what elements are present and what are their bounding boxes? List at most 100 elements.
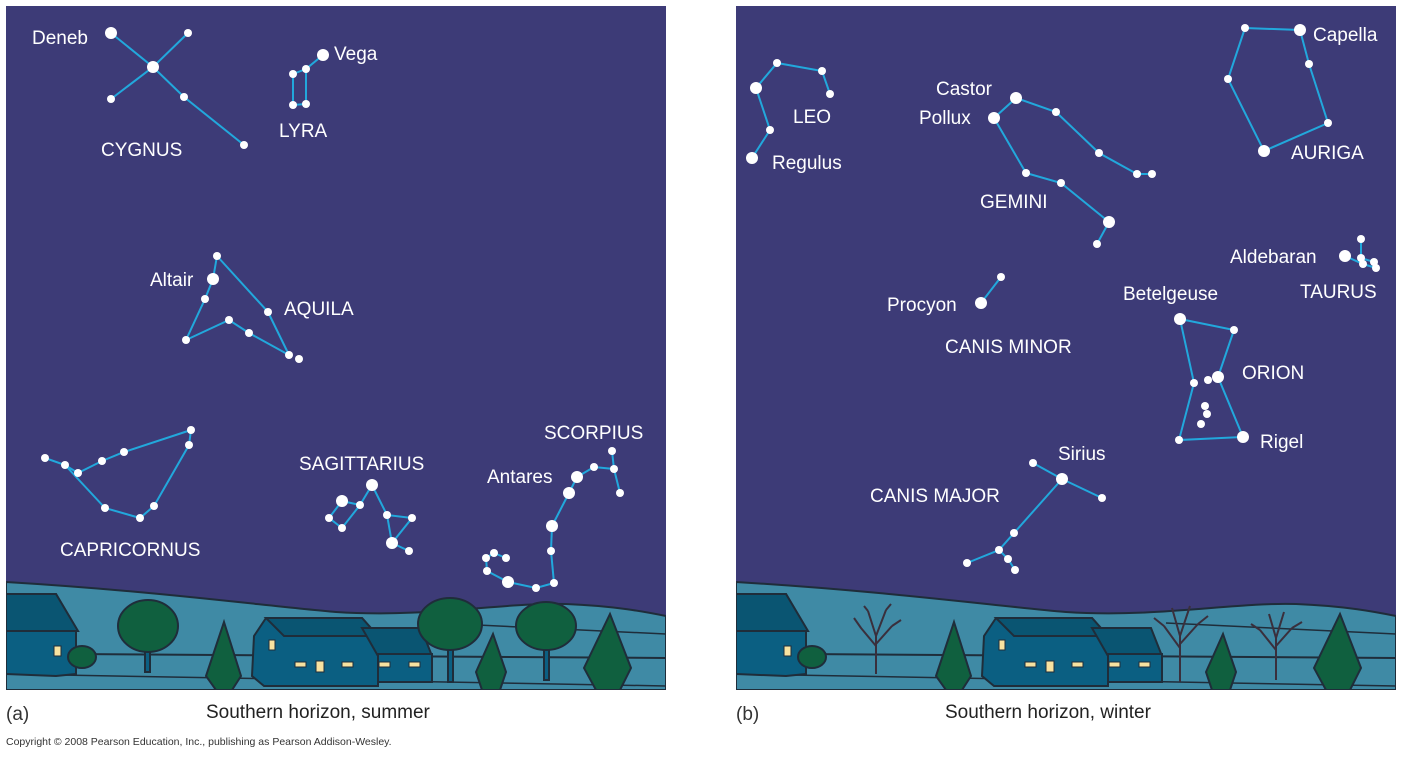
- copyright-notice: Copyright © 2008 Pearson Education, Inc.…: [6, 736, 392, 748]
- orion-star: [1237, 431, 1249, 443]
- cygnus-star: [107, 95, 115, 103]
- cygnus-star: [184, 29, 192, 37]
- lyra-star: [302, 100, 310, 108]
- orion-star: [1203, 410, 1211, 418]
- constellation-label-aquila: AQUILA: [284, 299, 354, 320]
- tree-conifer: [1204, 631, 1238, 690]
- lyra-star: [289, 70, 297, 78]
- house-main: [250, 617, 434, 687]
- scorpius-star: [502, 554, 510, 562]
- sky-background: [736, 6, 1396, 690]
- tree-leafy: [117, 599, 179, 673]
- orion-star: [1230, 326, 1238, 334]
- tree-conifer: [934, 618, 973, 690]
- capricornus-star: [136, 514, 144, 522]
- star-label-vega: Vega: [334, 44, 378, 65]
- landscape: [6, 580, 666, 690]
- scorpius-star: [483, 567, 491, 575]
- lyra-star: [317, 49, 329, 61]
- gemini-star: [1103, 216, 1115, 228]
- scorpius-star: [547, 547, 555, 555]
- scorpius-star: [608, 447, 616, 455]
- gemini-star: [1022, 169, 1030, 177]
- aquila-star: [207, 273, 219, 285]
- aquila-star: [245, 329, 253, 337]
- constellation-label-capricornus: CAPRICORNUS: [60, 540, 200, 561]
- capricornus-star: [187, 426, 195, 434]
- house-left: [736, 593, 810, 678]
- leo-star: [773, 59, 781, 67]
- star-label-betelgeuse: Betelgeuse: [1123, 284, 1218, 305]
- taurus-star: [1372, 264, 1380, 272]
- gemini-star: [1133, 170, 1141, 178]
- gemini-star: [1057, 179, 1065, 187]
- constellation-stars: [41, 27, 624, 592]
- orion-star: [1190, 379, 1198, 387]
- star-label-castor: Castor: [936, 79, 993, 100]
- sagittarius-star: [383, 511, 391, 519]
- tree-leafy: [515, 601, 577, 681]
- constellation-label-sagittarius: SAGITTARIUS: [299, 454, 424, 475]
- star-label-pollux: Pollux: [919, 108, 971, 129]
- aquila-star: [225, 316, 233, 324]
- aquila-star: [213, 252, 221, 260]
- sagittarius-star: [338, 524, 346, 532]
- leo-star: [750, 82, 762, 94]
- winter-sky-panel: LEO Regulus Castor Pollux GEMINI Capella…: [736, 6, 1396, 690]
- auriga-star: [1241, 24, 1249, 32]
- capricornus-star: [101, 504, 109, 512]
- scorpius-star: [490, 549, 498, 557]
- star-label-capella: Capella: [1313, 25, 1378, 46]
- gemini-star: [1052, 108, 1060, 116]
- star-label-rigel: Rigel: [1260, 432, 1303, 453]
- leo-star: [826, 90, 834, 98]
- constellation-label-leo: LEO: [793, 107, 831, 128]
- canis-major-star: [1056, 473, 1068, 485]
- capricornus-star: [150, 502, 158, 510]
- gemini-star: [1093, 240, 1101, 248]
- capricornus-star: [41, 454, 49, 462]
- panel-a-letter: (a): [6, 704, 30, 725]
- scorpius-star: [571, 471, 583, 483]
- house-main: [980, 617, 1164, 687]
- landscape: [736, 580, 1396, 690]
- constellation-label-gemini: GEMINI: [980, 192, 1048, 213]
- scorpius-line: [613, 468, 621, 494]
- constellation-label-canis-minor: CANIS MINOR: [945, 337, 1072, 358]
- field-line: [1165, 622, 1396, 635]
- sky-background: [6, 6, 666, 690]
- cygnus-line: [110, 32, 245, 146]
- tree-leafy: [417, 597, 483, 683]
- star-label-procyon: Procyon: [887, 295, 957, 316]
- gemini-star: [1095, 149, 1103, 157]
- scorpius-star: [610, 465, 618, 473]
- orion-star: [1204, 376, 1212, 384]
- lyra-star: [302, 65, 310, 73]
- gemini-star: [1010, 92, 1022, 104]
- star-label-deneb: Deneb: [32, 28, 88, 49]
- constellation-label-canis-major: CANIS MAJOR: [870, 486, 1000, 507]
- orion-star: [1212, 371, 1224, 383]
- sagittarius-star: [408, 514, 416, 522]
- sagittarius-star: [366, 479, 378, 491]
- capricornus-star: [74, 469, 82, 477]
- orion-star: [1201, 402, 1209, 410]
- shrub: [67, 645, 97, 669]
- panel-a-caption: Southern horizon, summer: [206, 702, 430, 723]
- cygnus-star: [147, 61, 159, 73]
- star-label-antares: Antares: [487, 467, 552, 488]
- capricornus-star: [98, 457, 106, 465]
- canis-major-star: [1098, 494, 1106, 502]
- taurus-star: [1357, 235, 1365, 243]
- aquila-star: [295, 355, 303, 363]
- scorpius-star: [502, 576, 514, 588]
- auriga-star: [1324, 119, 1332, 127]
- canis-major-star: [1011, 566, 1019, 574]
- aquila-star: [264, 308, 272, 316]
- cygnus-star: [180, 93, 188, 101]
- lyra-star: [289, 101, 297, 109]
- constellation-label-scorpius: SCORPIUS: [544, 423, 643, 444]
- gemini-star: [1148, 170, 1156, 178]
- aquila-star: [285, 351, 293, 359]
- auriga-star: [1224, 75, 1232, 83]
